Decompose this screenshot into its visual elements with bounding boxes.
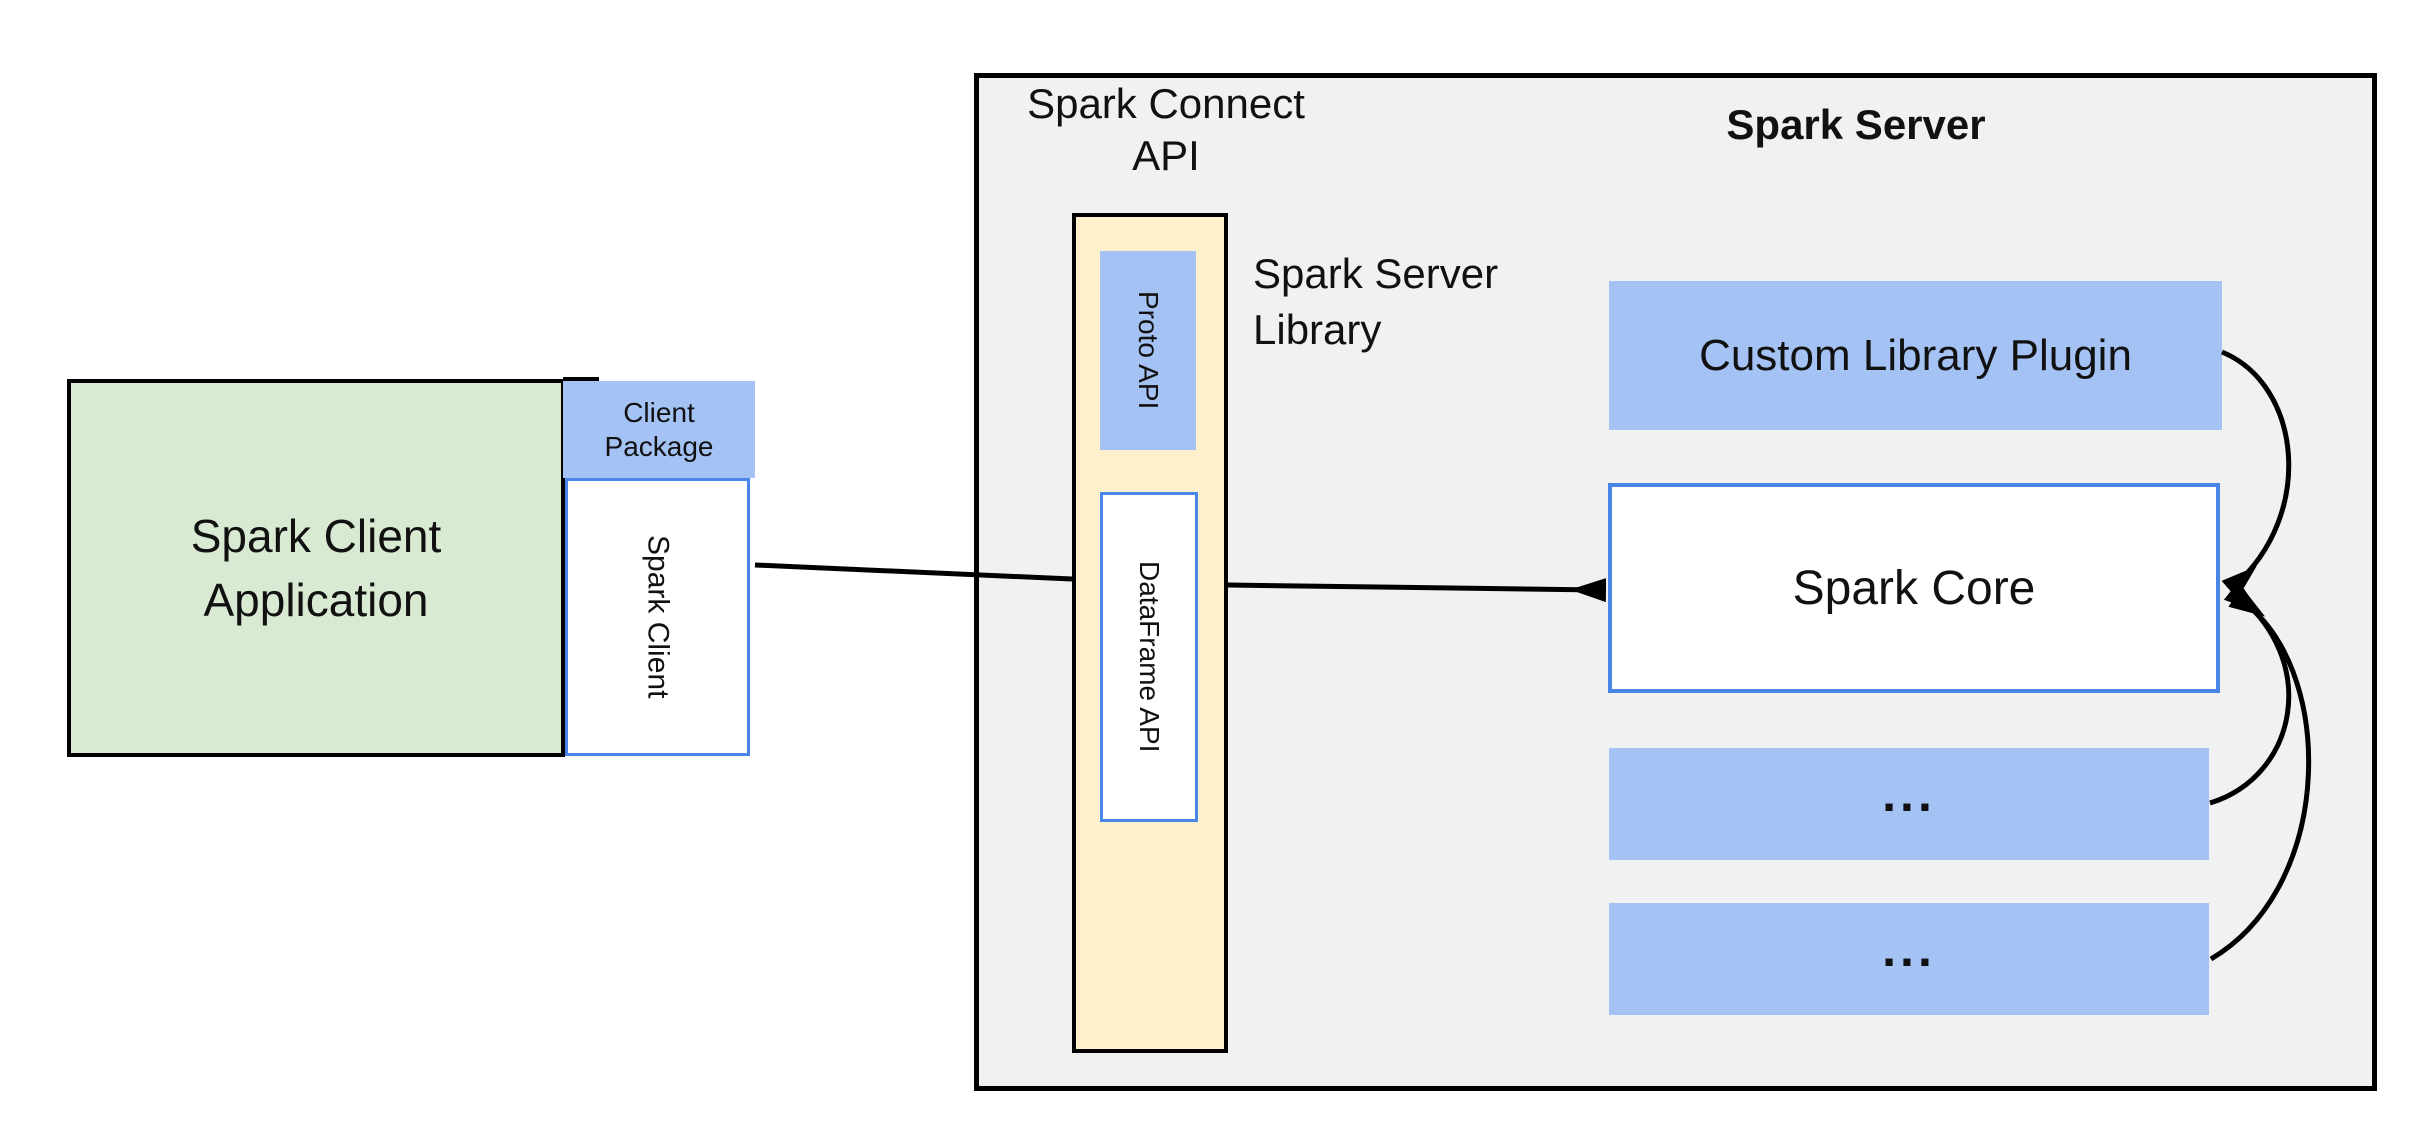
spark-server-library-label-line1: Spark Server [1253,250,1499,297]
spark-client-box: Spark Client [565,478,750,756]
plugin-slot-1-box: ... [1609,748,2209,860]
client-app-label-line1: Spark Client [190,510,442,562]
client-package-label-line1: Client [623,396,695,428]
spark-core-box: Spark Core [1608,483,2220,693]
client-package-box: Client Package [563,381,755,478]
spark-core-label: Spark Core [1792,561,2036,615]
plugin-slot-2-label: ... [1882,921,1936,977]
dataframe-api-label: DataFrame API [1134,561,1165,753]
dataframe-api-box: DataFrame API [1100,492,1198,822]
client-package-label-line2: Package [604,430,714,462]
spark-connect-api-title-line1: Spark Connect [1027,80,1305,127]
client-app-label-line2: Application [203,574,429,626]
spark-connect-api-title-line2: API [1132,132,1200,179]
spark-server-library-label-line2: Library [1253,306,1382,353]
plugin-slot-1-label: ... [1882,766,1936,822]
proto-api-box: Proto API [1100,251,1196,450]
custom-library-plugin-box: Custom Library Plugin [1609,281,2222,430]
green-box-border-overhang [563,377,599,381]
spark-connect-api-title: Spark Connect API [986,78,1346,182]
plugin-slot-2-box: ... [1609,903,2209,1015]
spark-client-label: Spark Client [641,535,675,699]
proto-api-label: Proto API [1133,291,1164,410]
spark-server-library-label: Spark Server Library [1253,246,1673,358]
spark-server-title: Spark Server [1726,101,1986,148]
spark-client-application-box: Spark Client Application [67,379,565,757]
custom-library-plugin-label: Custom Library Plugin [1699,330,2132,380]
